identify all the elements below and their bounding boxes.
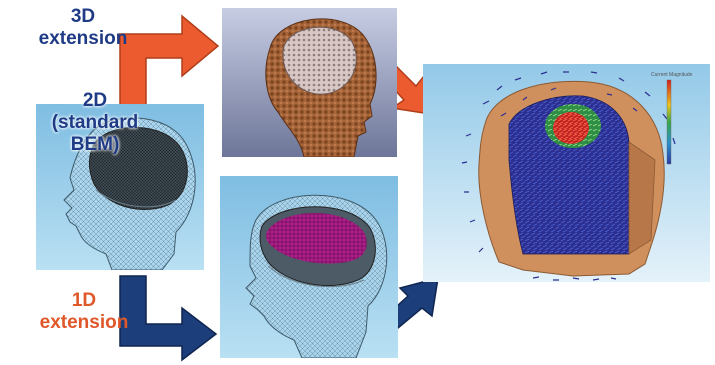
bem-2d-label-line1: 2D [50,90,140,112]
result-current-field-panel: Current Magnitude [423,64,710,282]
colorbar [667,80,671,164]
ext-3d-label-line1: 3D [28,6,138,28]
ext-3d-label: 3D extension [28,6,138,50]
ext-3d-label-line2: extension [28,28,138,50]
bem-2d-label: 2D (standard BEM) [50,90,140,156]
ext-1d-label-line1: 1D [24,290,144,312]
ext-3d-panel [222,8,397,157]
head-fibers-1d-image [220,176,398,358]
colorbar-title: Current Magnitude [651,72,693,78]
ext-1d-label-line2: extension [24,312,144,334]
current-magnitude-result-image: Current Magnitude [423,64,710,282]
bem-2d-label-line3: BEM) [50,134,140,156]
ext-1d-label: 1D extension [24,290,144,334]
ext-1d-panel [220,176,398,358]
head-volume-3d-image [222,8,397,157]
bem-2d-label-line2: (standard [50,112,140,134]
